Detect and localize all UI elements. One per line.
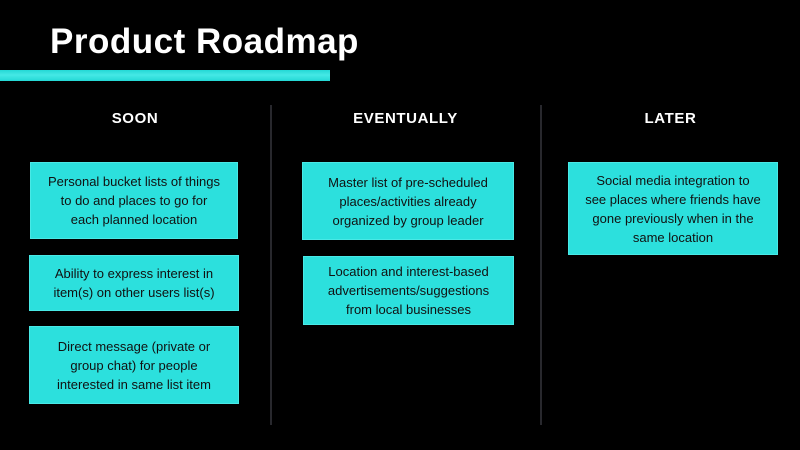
column-divider-2 [540, 105, 542, 425]
roadmap-card-eventually-2: Location and interest-based advertisemen… [303, 256, 514, 325]
page-title: Product Roadmap [50, 22, 359, 61]
title-underline-bar [0, 70, 330, 81]
column-header-later: LATER [644, 110, 697, 127]
roadmap-card-later-1: Social media integration to see places w… [568, 162, 778, 255]
roadmap-card-soon-2: Ability to express interest in item(s) o… [29, 255, 239, 311]
column-header-eventually: EVENTUALLY [353, 110, 458, 127]
column-header-soon: SOON [111, 110, 159, 127]
column-divider-1 [270, 105, 272, 425]
roadmap-card-soon-3: Direct message (private or group chat) f… [29, 326, 239, 404]
roadmap-card-soon-1: Personal bucket lists of things to do an… [30, 162, 238, 239]
roadmap-card-eventually-1: Master list of pre-scheduled places/acti… [302, 162, 514, 240]
